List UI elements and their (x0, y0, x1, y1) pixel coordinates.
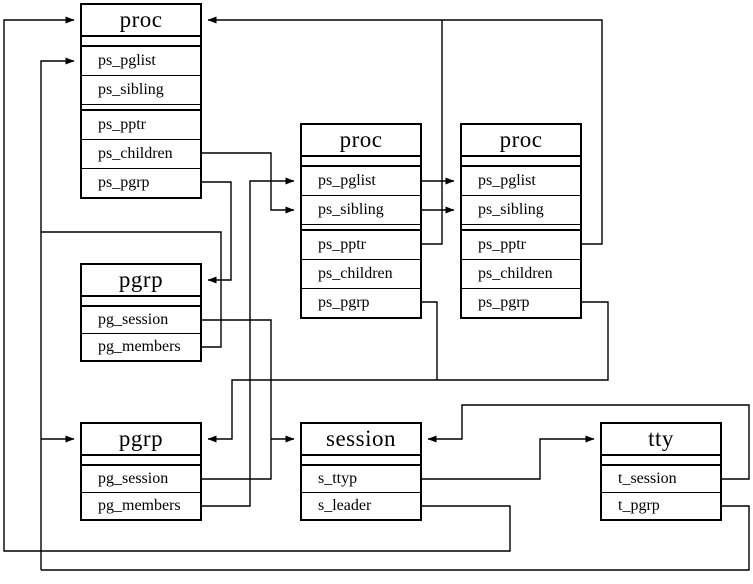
wire-left-column-to-ps-pglist (40, 57, 75, 570)
struct-spacer (602, 456, 720, 466)
field-ps-pptr: ps_pptr (462, 231, 580, 260)
struct-spacer (302, 225, 420, 231)
proc-box-middle: proc ps_pglist ps_sibling ps_pptr ps_chi… (300, 123, 422, 319)
wire-ps-pptr-trunk-to-proc (207, 16, 603, 245)
box-title: pgrp (82, 424, 200, 456)
field-t-pgrp: t_pgrp (618, 497, 660, 514)
field-s-ttyp: s_ttyp (302, 466, 420, 493)
field-ps-children: ps_children (462, 260, 580, 289)
struct-spacer (302, 157, 420, 167)
proc-box-top: proc ps_pglist ps_sibling ps_pptr ps_chi… (80, 3, 202, 199)
box-title: tty (602, 424, 720, 456)
field-ps-sibling: ps_sibling (82, 76, 200, 105)
box-title: proc (302, 125, 420, 157)
struct-spacer (82, 105, 200, 111)
field-ps-pglist: ps_pglist (462, 167, 580, 196)
pgrp-box-lower: pgrp pg_session pg_members (80, 422, 202, 521)
field-ps-pptr: ps_pptr (302, 231, 420, 260)
struct-spacer (82, 37, 200, 47)
struct-spacer (462, 225, 580, 231)
field-ps-pgrp: ps_pgrp (318, 294, 370, 311)
field-ps-pglist: ps_pglist (302, 167, 420, 196)
field-pg-session: pg_session (82, 307, 200, 334)
struct-spacer (302, 456, 420, 466)
box-title: proc (82, 5, 200, 37)
struct-spacer (82, 297, 200, 307)
field-pg-members: pg_members (98, 497, 181, 514)
wire-t-pgrp-feeder (41, 505, 750, 571)
field-ps-pglist: ps_pglist (82, 47, 200, 76)
field-ps-sibling: ps_sibling (302, 196, 420, 225)
box-title: proc (462, 125, 580, 157)
wire-t-session-to-session (427, 404, 750, 480)
struct-spacer (82, 456, 200, 466)
wire-s-ttyp-to-tty (422, 435, 595, 480)
field-ps-pgrp: ps_pgrp (478, 294, 530, 311)
field-ps-pptr: ps_pptr (82, 111, 200, 140)
field-pg-session: pg_session (82, 466, 200, 493)
box-title: session (302, 424, 420, 456)
wire-ps-pgrp-middle-branch (422, 301, 438, 380)
field-ps-pgrp: ps_pgrp (98, 174, 150, 191)
box-title: pgrp (82, 265, 200, 297)
wire-pg-members-lower-to-ps-pglist (202, 177, 295, 507)
pgrp-box-upper: pgrp pg_session pg_members (80, 263, 202, 362)
struct-spacer (462, 157, 580, 167)
tty-box: tty t_session t_pgrp (600, 422, 722, 521)
session-box: session s_ttyp s_leader (300, 422, 422, 521)
field-ps-children: ps_children (82, 140, 200, 169)
field-ps-sibling: ps_sibling (462, 196, 580, 225)
field-pg-members: pg_members (98, 338, 181, 355)
field-t-session: t_session (602, 466, 720, 493)
wire-ps-pptr-middle-branch (422, 20, 443, 245)
field-s-leader: s_leader (318, 497, 372, 514)
wire-pg-members-upper-feeder (41, 231, 222, 348)
field-ps-children: ps_children (302, 260, 420, 289)
wire-s-leader-to-proc (3, 16, 511, 552)
wire-ps-pgrp-right-to-lower-pgrp (207, 301, 609, 443)
wire-ps-pgrp-top-to-upper-pgrp (200, 181, 232, 284)
wire-pg-session-column (202, 319, 272, 480)
proc-box-right: proc ps_pglist ps_sibling ps_pptr ps_chi… (460, 123, 582, 319)
